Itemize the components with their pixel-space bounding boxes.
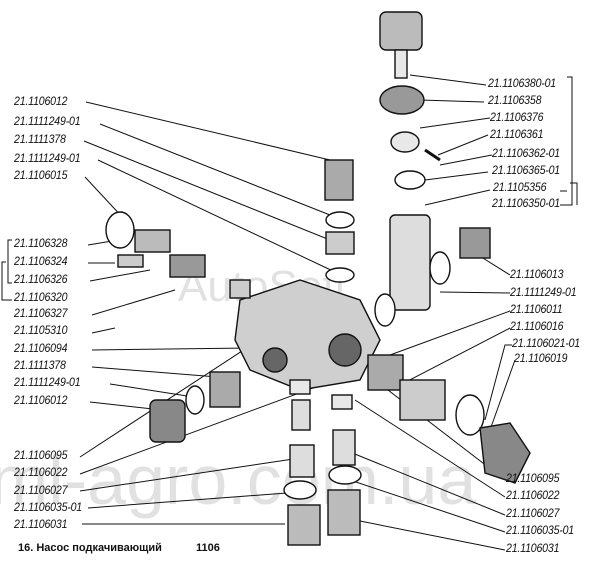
part-label: 21.1106022 [14, 467, 68, 479]
part-label: 21.1106012 [14, 96, 68, 108]
part-label: 21.1106320 [14, 292, 68, 304]
part-label: 21.1106376 [490, 112, 544, 124]
part-label: 21.1106380-01 [488, 78, 557, 90]
part-label: 21.1106326 [14, 274, 68, 286]
figure-caption: 16. Насос подкачивающий [18, 542, 162, 554]
part-label: 21.1111378 [14, 134, 66, 146]
part-label: 21.1106012 [14, 395, 68, 407]
part-label: 21.1106031 [506, 543, 560, 555]
part-label: 21.1106365-01 [492, 165, 561, 177]
part-label: 21.1106011 [510, 304, 563, 316]
part-label: 21.1106013 [510, 269, 564, 281]
part-label: 21.1105310 [14, 325, 68, 337]
part-label: 21.1111249-01 [14, 153, 81, 165]
part-label: 21.1106027 [14, 485, 68, 497]
part-label: 21.1111249-01 [14, 377, 81, 389]
part-label: 21.1106324 [14, 256, 68, 268]
part-label: 21.1106027 [506, 508, 560, 520]
part-label: 21.1105356 [493, 182, 547, 194]
part-label: 21.1111249-01 [510, 287, 577, 299]
part-label: 21.1106095 [14, 450, 68, 462]
part-label: 21.1106094 [14, 343, 68, 355]
part-label: 21.1111378 [14, 360, 66, 372]
part-label: 21.1106035-01 [506, 525, 575, 537]
part-label: 21.1106021-01 [512, 338, 581, 350]
part-label: 21.1106019 [514, 353, 568, 365]
part-label: 21.1106327 [14, 308, 68, 320]
group-number: 1106 [196, 542, 220, 554]
part-label: 21.1106350-01 [492, 198, 561, 210]
part-label: 21.1106095 [506, 473, 560, 485]
part-label: 21.1106035-01 [14, 502, 83, 514]
part-label: 21.1106361 [490, 129, 544, 141]
part-label: 21.1106358 [488, 95, 542, 107]
part-label: 21.1106328 [14, 238, 68, 250]
part-label: 21.1111249-01 [14, 116, 81, 128]
part-label: 21.1106022 [506, 490, 560, 502]
part-label: 21.1106031 [14, 519, 68, 531]
part-label: 21.1106016 [510, 321, 564, 333]
part-label: 21.1106362-01 [492, 148, 561, 160]
part-label: 21.1106015 [14, 170, 68, 182]
